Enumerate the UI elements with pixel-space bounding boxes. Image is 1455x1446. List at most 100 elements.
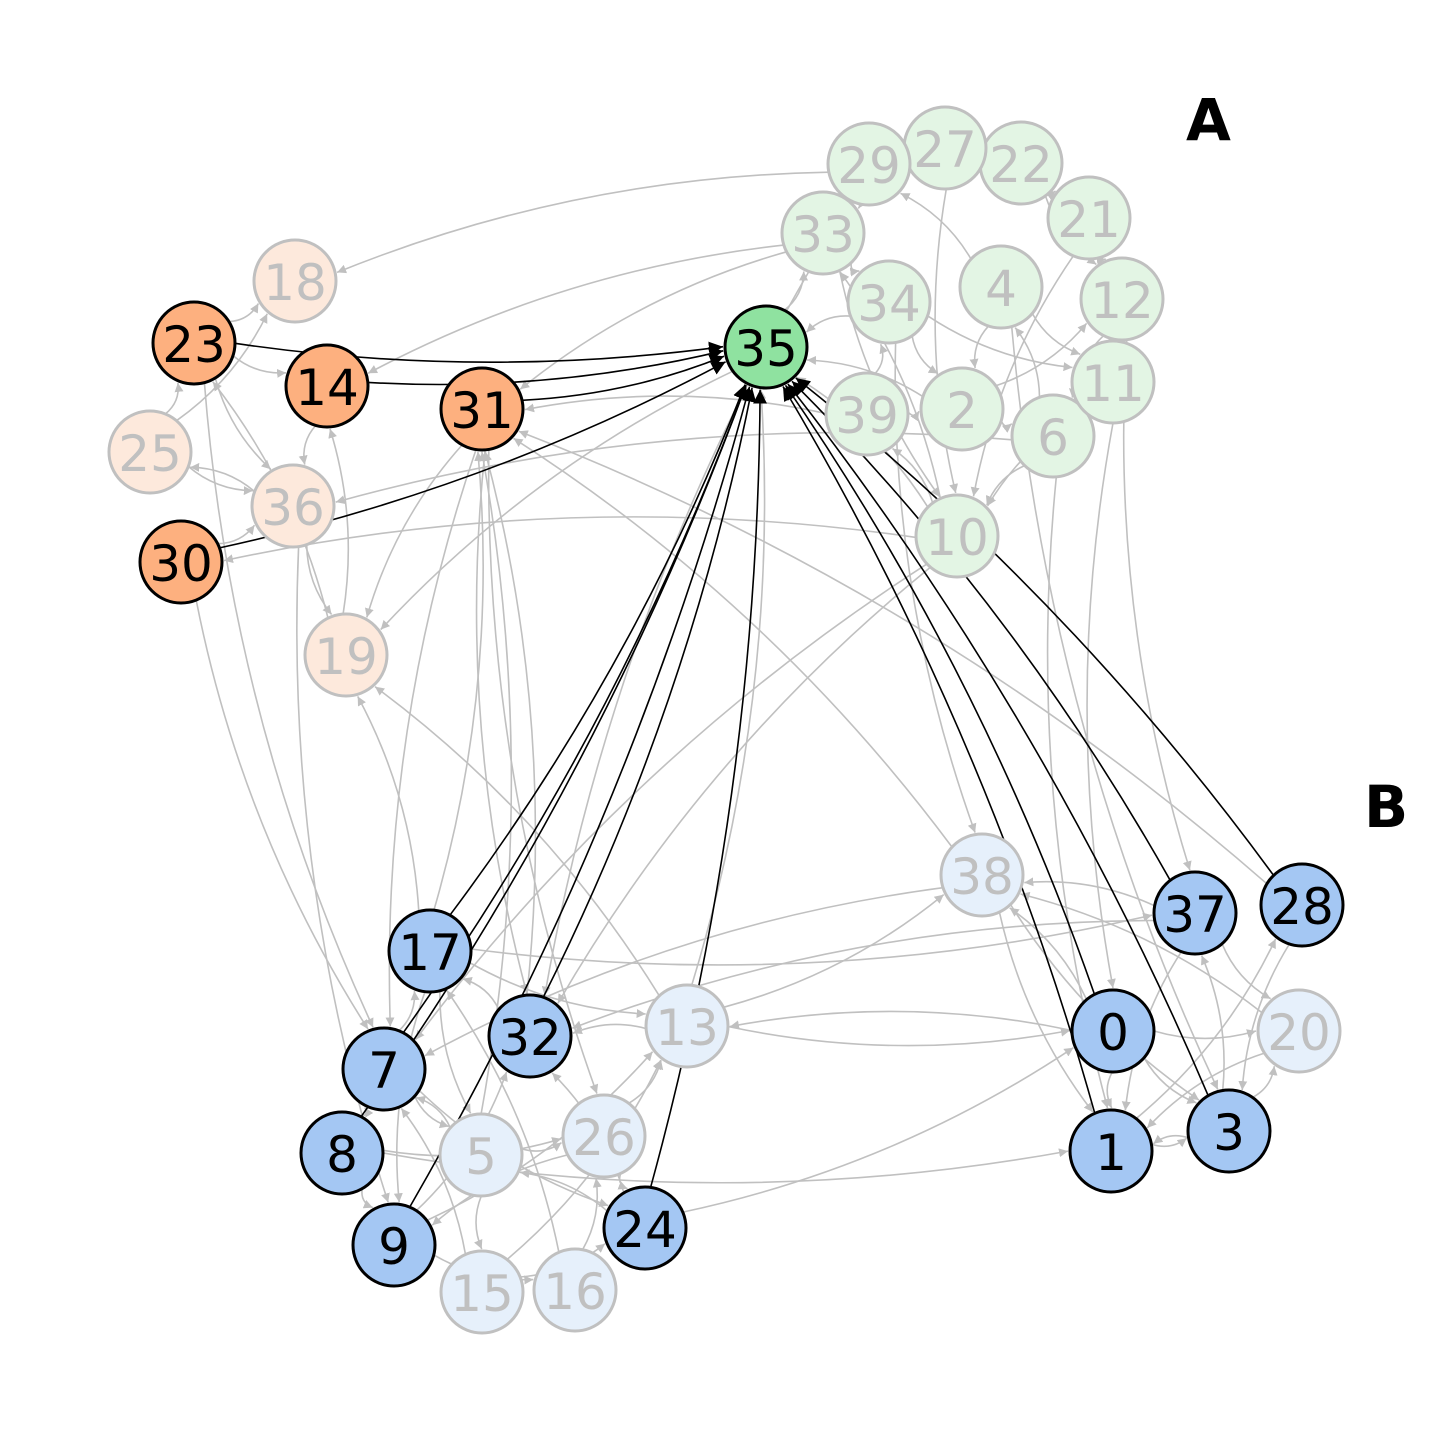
edge-4-to-2 [969,325,990,369]
node-14-circle [284,343,370,429]
node-13: 13 [644,983,730,1069]
edge-6-to-4 [1014,327,1041,398]
edge-37-to-32 [572,919,1155,1030]
node-17: 17 [387,908,473,994]
node-37-label: 37 [1163,886,1227,944]
node-31-label: 31 [450,382,514,440]
edge-36-to-25 [190,462,256,493]
edge-17-to-19 [356,696,420,912]
node-13-label: 13 [655,999,719,1057]
edge-35-to-33 [783,271,809,311]
edge-0-to-3 [1143,1057,1197,1104]
node-28-label: 28 [1270,878,1334,936]
node-0-circle [1070,988,1156,1074]
edge-3-to-20 [1252,1066,1278,1099]
edge-24-to-0 [682,1047,1074,1213]
active-edge-32-to-35 [542,387,757,998]
edge-34-to-11 [927,315,1073,372]
edge-37-to-20 [1221,943,1271,1000]
edge-12-to-37 [1122,339,1192,871]
edge-14-to-36 [298,424,317,465]
edge-2-to-6 [1000,420,1013,433]
node-18: 18 [252,238,338,324]
node-35-circle [723,304,809,390]
edge-32-to-17 [462,977,500,1010]
edge-8-to-9 [361,1188,374,1209]
node-2-label: 2 [946,382,978,440]
node-8: 8 [299,1110,385,1196]
node-7-circle [341,1026,427,1112]
node-15: 15 [439,1249,525,1335]
edge-7-to-5 [413,1095,450,1129]
active-edge-24-to-35 [649,389,768,1188]
active-edge-14-to-35 [367,347,724,386]
edge-17-to-31 [433,451,484,911]
active-edge-17-to-35 [449,384,747,916]
node-25: 25 [107,409,193,495]
node-23-label: 23 [162,316,226,374]
node-16-label: 16 [543,1263,607,1321]
edge-23-to-7 [203,382,374,1028]
edge-0-to-13 [729,1010,1073,1032]
node-6-circle [1010,393,1096,479]
node-28: 28 [1259,862,1345,948]
edge-10-to-7 [414,563,928,1041]
node-0: 0 [1070,988,1156,1074]
edge-32-to-31 [483,451,537,996]
node-27: 27 [902,105,988,191]
node-12-label: 12 [1090,272,1154,330]
edge-0-to-20 [1153,1029,1257,1040]
node-31-circle [439,366,525,452]
node-18-label: 18 [263,254,327,312]
node-4: 4 [958,244,1044,330]
node-18-circle [252,238,338,324]
active-edge-0-to-35 [784,384,1096,995]
node-15-label: 15 [450,1265,514,1323]
node-2-circle [919,366,1005,452]
node-30-circle [138,519,224,605]
node-16: 16 [532,1247,618,1333]
node-3-circle [1186,1088,1272,1174]
node-6-label: 6 [1037,409,1069,467]
edge-5-to-7 [415,1095,452,1129]
node-19-label: 19 [314,628,378,686]
edge-23-to-18 [228,303,260,323]
node-38-circle [939,832,1025,918]
node-35-label: 35 [734,320,798,378]
node-37: 37 [1152,870,1238,956]
node-5: 5 [438,1112,524,1198]
edge-7-to-17 [398,991,420,1032]
node-8-label: 8 [326,1126,358,1184]
edge-10-to-30 [223,516,917,564]
edge-17-to-5 [439,990,472,1114]
edge-31-to-32 [475,449,529,994]
node-39-circle [824,371,910,457]
node-4-circle [958,244,1044,330]
node-30-label: 30 [149,535,213,593]
edge-4-to-29 [900,192,972,260]
node-11-circle [1070,339,1156,425]
active-edge-37-to-35 [791,380,1171,881]
edge-13-to-38 [723,893,945,1009]
edge-6-to-36 [335,431,1013,505]
active-edge-3-to-35 [787,383,1209,1097]
active-edge-9-to-35 [409,386,753,1208]
edge-38-to-31 [513,437,953,848]
node-10-label: 10 [925,509,989,567]
edge-33-to-31 [519,251,787,390]
node-27-label: 27 [913,121,977,179]
edge-17-to-37 [470,912,1153,966]
node-12: 12 [1079,256,1165,342]
edge-3-to-1 [1152,1134,1189,1145]
node-24: 24 [602,1185,688,1271]
edge-36-to-9 [296,546,390,1203]
node-21-circle [1046,175,1132,261]
node-22-label: 22 [989,136,1053,194]
edge-19-to-14 [328,428,350,615]
node-4-label: 4 [985,260,1017,318]
edge-25-to-18 [176,313,268,422]
edge-5-to-15 [474,1195,483,1250]
node-24-circle [602,1185,688,1271]
node-5-label: 5 [465,1128,497,1186]
